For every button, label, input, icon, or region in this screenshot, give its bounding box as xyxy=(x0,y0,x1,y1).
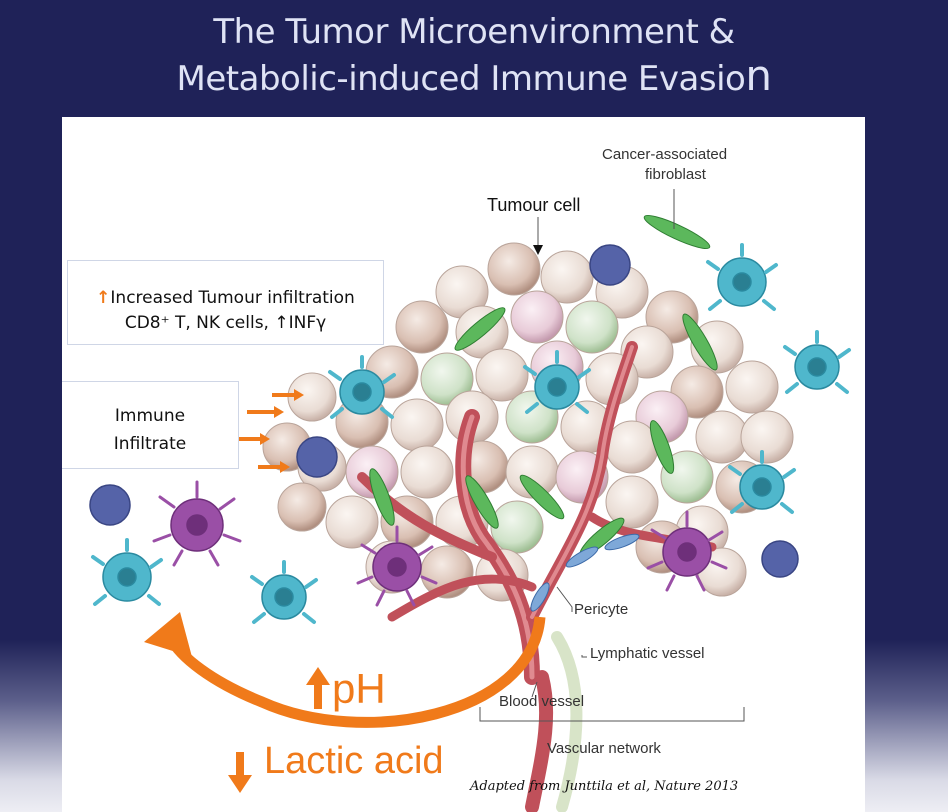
lactic-down-arrow xyxy=(228,752,252,793)
immune-cells-purple xyxy=(170,498,712,592)
pericyte-cells xyxy=(530,533,640,612)
infiltration-line-1: Increased Tumour infiltration xyxy=(110,288,355,308)
source-credit: Adapted from Junttila et al, Nature 2013 xyxy=(470,779,739,794)
blood-vessel-network xyxy=(357,341,717,812)
infiltration-line-2: CD8⁺ T, NK cells, ↑INFγ xyxy=(124,313,327,333)
label-vascular-network: Vascular network xyxy=(547,740,661,757)
fibroblast-cells xyxy=(369,215,718,557)
label-lymphatic-vessel: Lymphatic vessel xyxy=(590,645,705,662)
immune-cells-cyan xyxy=(102,257,840,620)
tumor-diagram-panel: ↑Increased Tumour infiltration CD8⁺ T, N… xyxy=(62,117,865,812)
immune-infiltrate-callout: Immune Infiltrate xyxy=(62,381,239,469)
infiltration-callout: ↑Increased Tumour infiltration CD8⁺ T, N… xyxy=(67,260,384,345)
tumor-illustration xyxy=(89,189,851,812)
immune-cell-spikes xyxy=(91,243,851,624)
immune-cells-blue xyxy=(89,244,799,578)
slide-title-line-2: Metabolic-induced Immune Evasion xyxy=(0,55,948,100)
slide-title-line-2-text: Metabolic-induced Immune Evasio xyxy=(176,59,746,99)
slide-title-line-1: The Tumor Microenvironment & xyxy=(213,12,735,52)
label-cancer-fibroblast-2: fibroblast xyxy=(645,166,706,183)
immune-infiltrate-line-1: Immune xyxy=(114,406,186,426)
immune-infiltrate-line-2: Infiltrate xyxy=(113,434,187,454)
dendritic-projections xyxy=(152,480,728,607)
label-cancer-fibroblast-1: Cancer-associated xyxy=(602,146,728,163)
ph-label: pH xyxy=(332,665,386,712)
slide-title-line-2-last-letter: n xyxy=(745,51,772,100)
label-blood-vessel: Blood vessel xyxy=(499,693,585,710)
label-leader-lines xyxy=(479,189,745,722)
metabolic-cycle-arrow xyxy=(144,612,546,728)
infiltration-arrows xyxy=(234,389,304,473)
label-tumour-cell: Tumour cell xyxy=(487,195,581,215)
ph-up-arrow xyxy=(306,667,330,709)
up-arrow-icon: ↑ xyxy=(96,288,111,308)
label-pericyte: Pericyte xyxy=(574,601,629,618)
lactic-acid-label: Lactic acid xyxy=(264,740,444,782)
